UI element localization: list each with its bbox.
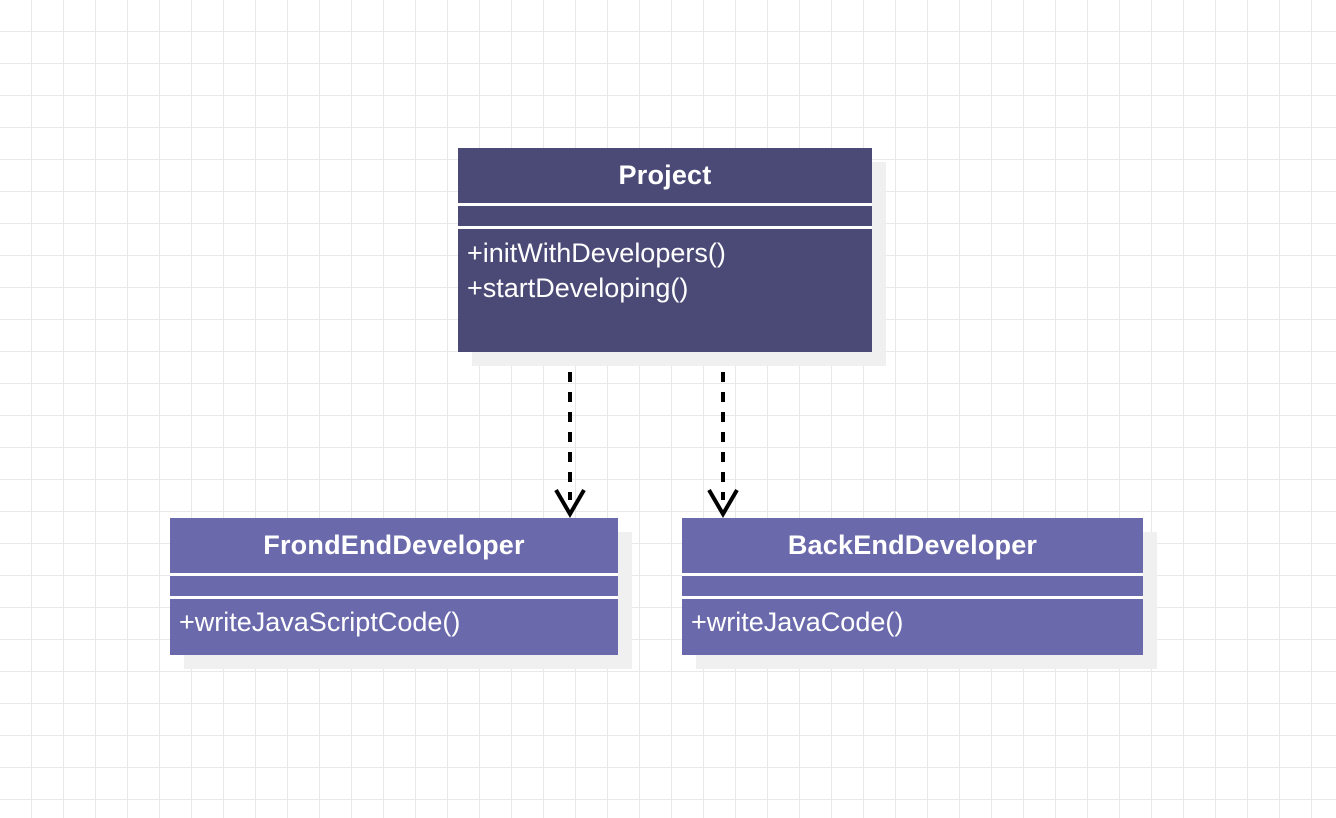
class-box-body: FrondEndDeveloper +writeJavaScriptCode()	[170, 518, 618, 655]
compartment-separator	[458, 226, 872, 229]
class-name-frondenddeveloper: FrondEndDeveloper	[263, 530, 525, 560]
method-item: +writeJavaScriptCode()	[179, 607, 461, 637]
connector-project-to-backend	[707, 352, 739, 518]
methods-compartment-frondenddeveloper: +writeJavaScriptCode()	[170, 599, 618, 655]
compartment-separator	[682, 573, 1143, 576]
compartment-separator	[458, 203, 872, 206]
arrowhead-open	[707, 488, 739, 518]
method-item: +initWithDevelopers()	[467, 238, 726, 268]
class-box-body: BackEndDeveloper +writeJavaCode()	[682, 518, 1143, 655]
attributes-compartment-frondenddeveloper	[170, 576, 618, 596]
class-name-project: Project	[618, 160, 712, 190]
compartment-separator	[682, 596, 1143, 599]
attributes-compartment-project	[458, 206, 872, 226]
class-name-backenddeveloper: BackEndDeveloper	[787, 530, 1038, 560]
class-box-body: Project +initWithDevelopers() +startDeve…	[458, 148, 872, 352]
class-box-backenddeveloper[interactable]: BackEndDeveloper +writeJavaCode()	[682, 518, 1157, 669]
attributes-compartment-backenddeveloper	[682, 576, 1143, 596]
class-box-project[interactable]: Project +initWithDevelopers() +startDeve…	[458, 148, 886, 366]
method-item: +startDeveloping()	[467, 273, 689, 303]
method-item: +writeJavaCode()	[691, 607, 904, 637]
compartment-separator	[170, 573, 618, 576]
arrowhead-open	[554, 488, 586, 518]
methods-compartment-backenddeveloper: +writeJavaCode()	[682, 599, 1143, 655]
compartment-separator	[170, 596, 618, 599]
connector-project-to-frontend	[554, 352, 586, 518]
methods-compartment-project: +initWithDevelopers() +startDeveloping()	[458, 229, 872, 352]
class-box-frondenddeveloper[interactable]: FrondEndDeveloper +writeJavaScriptCode()	[170, 518, 632, 669]
